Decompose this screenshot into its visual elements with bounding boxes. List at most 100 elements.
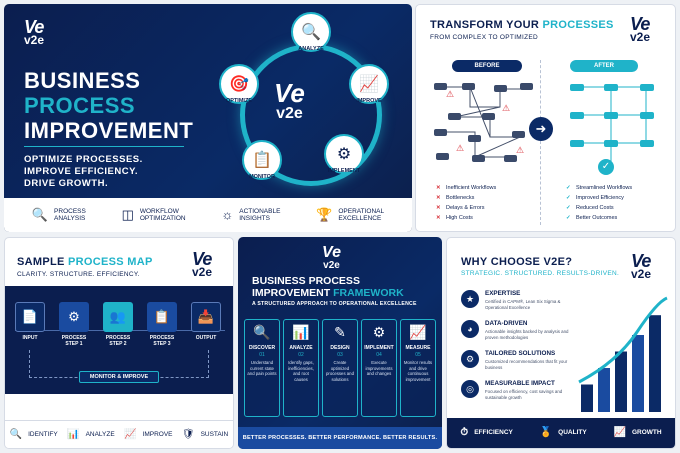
- target-icon: 🎯: [219, 64, 259, 104]
- why-subtitle: STRATEGIC. STRUCTURED. RESULTS-DRIVEN.: [461, 270, 620, 277]
- footer-item: 📊ANALYZE: [67, 428, 115, 440]
- warning-icon: ⚠: [446, 89, 455, 99]
- gauge-icon: ⏱: [460, 427, 469, 439]
- trophy-icon: 🏆: [316, 206, 333, 222]
- transform-panel: TRANSFORM YOUR PROCESSES FROM COMPLEX TO…: [415, 4, 676, 232]
- clipboard-icon: 📋: [242, 140, 282, 180]
- framework-title-1: BUSINESS PROCESS: [252, 275, 360, 287]
- process-map-title: SAMPLE PROCESS MAP: [17, 256, 153, 268]
- cycle-node-analyze: 🔍 ANALYZE: [291, 12, 331, 58]
- footer-item: 📈IMPROVE: [124, 428, 173, 440]
- footer-item: 🏅QUALITY: [539, 427, 587, 439]
- transform-title: TRANSFORM YOUR PROCESSES: [430, 19, 614, 31]
- hero-title-line1: BUSINESS: [24, 68, 141, 93]
- magnifier-icon: 🔍: [31, 206, 49, 222]
- cycle-node-monitor: 📋 MONITOR: [242, 140, 282, 186]
- why-choose-panel: WHY CHOOSE V2E? STRATEGIC. STRUCTURED. R…: [446, 237, 676, 449]
- warning-icon: ⚠: [502, 103, 511, 113]
- framework-subtitle: A STRUCTURED APPROACH TO OPERATIONAL EXC…: [252, 301, 417, 307]
- growth-bar: [615, 351, 627, 412]
- bulb-icon: ☼: [221, 206, 234, 222]
- arrow-right-icon: ➜: [529, 117, 553, 141]
- award-icon: ★: [461, 290, 479, 308]
- step-input: 📄: [15, 302, 45, 332]
- magnifier-icon: 🔍: [9, 428, 23, 440]
- step-output: 📥: [191, 302, 221, 332]
- cycle-node-improve: 📈 IMPROVE: [349, 64, 389, 110]
- check-circle-icon: ✓: [598, 159, 614, 175]
- before-list: ✕Inefficient Workflows ✕Bottlenecks ✕Del…: [436, 185, 497, 221]
- step-2: 👥: [103, 302, 133, 332]
- chart-up-icon: 📈: [409, 324, 427, 340]
- magnifier-icon: 🔍: [291, 12, 331, 52]
- framework-title-2: IMPROVEMENT FRAMEWORK: [252, 287, 404, 299]
- gear-icon: ⚙: [461, 350, 479, 368]
- hero-title-line3: IMPROVEMENT: [24, 118, 194, 143]
- hero-title-line2: PROCESS: [24, 93, 136, 118]
- transform-subtitle: FROM COMPLEX TO OPTIMIZED: [430, 34, 539, 41]
- divider: [540, 60, 541, 225]
- footer-item: 🔍IDENTIFY: [9, 428, 58, 440]
- after-list: ✓Streamlined Workflows ✓Improved Efficie…: [566, 185, 633, 221]
- tagline-2: IMPROVE EFFICIENCY.: [24, 166, 139, 177]
- chart-up-icon: 📈: [349, 64, 389, 104]
- why-title: WHY CHOOSE V2E?: [461, 256, 573, 268]
- footer-item: 🛡SUSTAIN: [181, 428, 229, 440]
- badge-icon: 🏅: [539, 427, 553, 439]
- step-3: 📋: [147, 302, 177, 332]
- warning-icon: ⚠: [456, 143, 465, 153]
- magnifier-icon: 🔍: [253, 324, 271, 340]
- process-map-subtitle: CLARITY. STRUCTURE. EFFICIENCY.: [17, 271, 140, 278]
- workflow-icon: ◫: [121, 206, 134, 222]
- before-diagram: [440, 86, 525, 158]
- footer-item: ⏱EFFICIENCY: [460, 427, 513, 439]
- monitor-improve-badge: MONITOR & IMPROVE: [79, 371, 159, 383]
- before-pill: BEFORE: [452, 60, 522, 72]
- shield-icon: 🛡: [181, 428, 195, 440]
- title-divider: [24, 146, 184, 147]
- chart-up-icon: 📈: [124, 428, 137, 440]
- tagline-3: DRIVE GROWTH.: [24, 178, 109, 189]
- pencil-icon: ✎: [334, 324, 346, 340]
- gear-icon: ⚙: [324, 134, 364, 174]
- framework-footer: BETTER PROCESSES. BETTER PERFORMANCE. BE…: [238, 427, 442, 449]
- bar-chart-icon: 📊: [67, 428, 80, 440]
- growth-bar: [632, 335, 644, 412]
- cycle-node-optimize: 🎯 OPTIMIZE: [219, 64, 259, 110]
- cycle-node-implement: ⚙ IMPLEMENT: [324, 134, 364, 180]
- warning-icon: ⚠: [516, 145, 525, 155]
- document-chart-icon: 📊: [292, 324, 310, 340]
- footer-item: 📈GROWTH: [613, 427, 662, 439]
- tagline-1: OPTIMIZE PROCESSES.: [24, 154, 143, 165]
- growth-chart: [578, 296, 668, 412]
- process-map-panel: SAMPLE PROCESS MAP CLARITY. STRUCTURE. E…: [4, 237, 234, 449]
- growth-bar: [649, 315, 661, 412]
- growth-arrow: [578, 296, 668, 384]
- step-1: ⚙: [59, 302, 89, 332]
- process-map-footer: 🔍IDENTIFY 📊ANALYZE 📈IMPROVE 🛡SUSTAIN: [5, 420, 233, 448]
- growth-bar: [598, 368, 610, 412]
- after-pill: AFTER: [570, 60, 638, 72]
- why-footer: ⏱EFFICIENCY 🏅QUALITY 📈GROWTH: [447, 418, 675, 448]
- growth-bar: [581, 384, 593, 412]
- pie-chart-icon: ◕: [461, 320, 479, 338]
- gear-icon: ⚙: [372, 324, 386, 340]
- target-icon: ◎: [461, 380, 479, 398]
